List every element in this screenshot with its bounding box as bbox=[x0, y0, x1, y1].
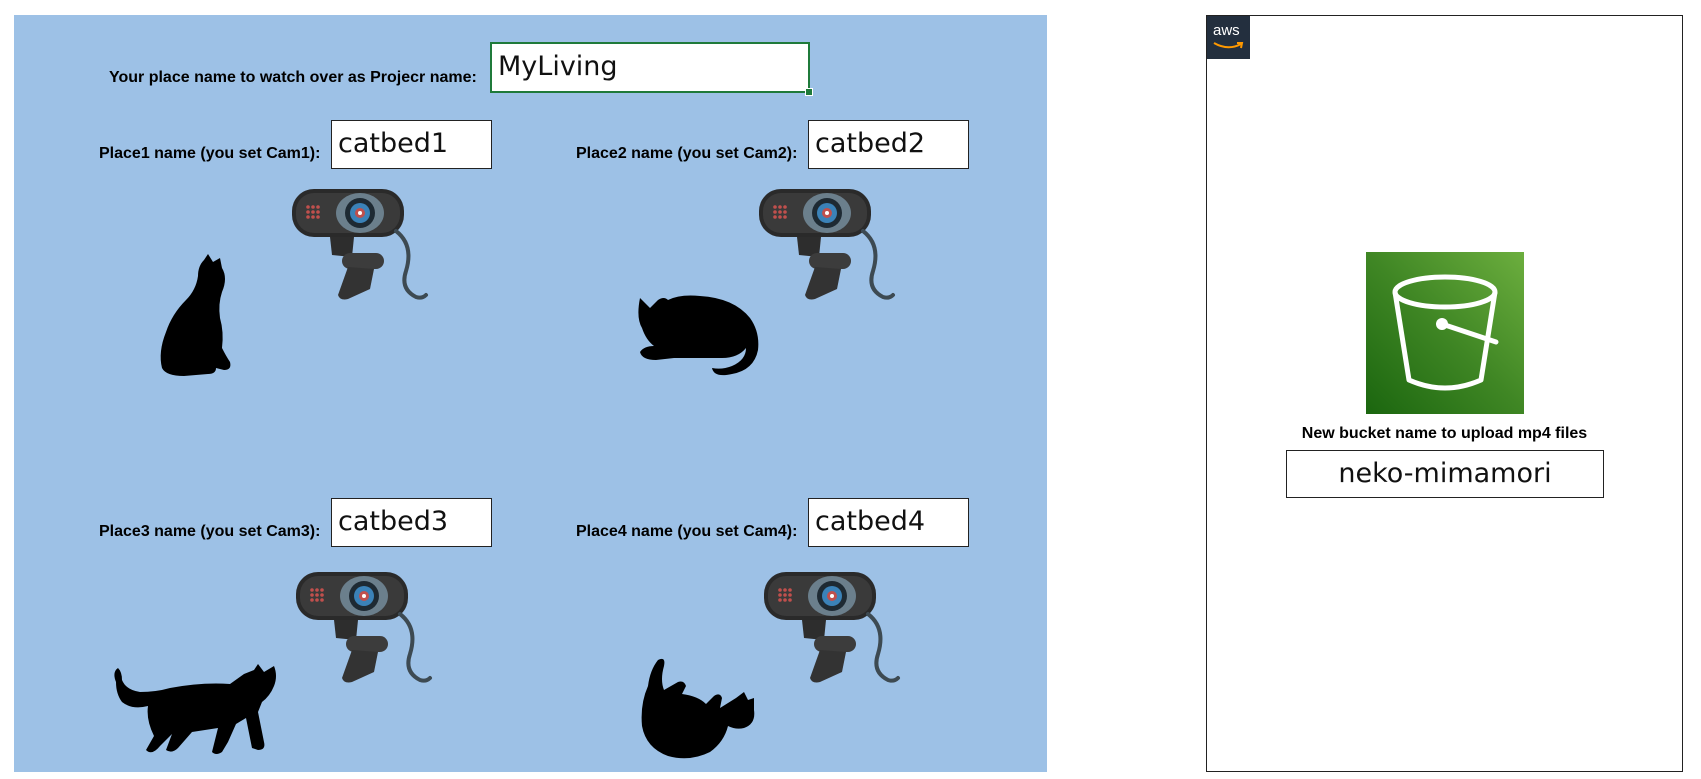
webcam-icon bbox=[759, 189, 895, 300]
aws-logo-icon: aws bbox=[1207, 16, 1250, 59]
place2-label: Place2 name (you set Cam2): bbox=[576, 145, 798, 162]
aws-smile-icon bbox=[1213, 42, 1244, 49]
place1-label: Place1 name (you set Cam1): bbox=[99, 145, 321, 162]
cell-selection-handle[interactable] bbox=[805, 88, 813, 96]
place3-input[interactable]: catbed3 bbox=[331, 498, 492, 547]
place2-input[interactable]: catbed2 bbox=[808, 120, 969, 169]
cat-silhouette-lying bbox=[638, 295, 759, 376]
webcam-icon bbox=[292, 189, 428, 300]
bucket-outline-icon bbox=[1392, 274, 1499, 391]
webcam-icon bbox=[764, 572, 900, 683]
project-name-label: Your place name to watch over as Projecr… bbox=[109, 69, 477, 86]
webcam-icon bbox=[296, 572, 432, 683]
bucket-name-input[interactable]: neko-mimamori bbox=[1286, 450, 1604, 498]
cat-silhouette-rolling bbox=[641, 658, 755, 759]
project-name-input[interactable]: MyLiving bbox=[490, 42, 810, 93]
place4-label: Place4 name (you set Cam4): bbox=[576, 523, 798, 540]
cat-silhouette-walking bbox=[114, 664, 277, 754]
aws-logo-text: aws bbox=[1213, 22, 1240, 39]
place1-input[interactable]: catbed1 bbox=[331, 120, 492, 169]
place4-input[interactable]: catbed4 bbox=[808, 498, 969, 547]
s3-bucket-icon bbox=[1366, 252, 1524, 414]
cat-silhouette-sitting bbox=[160, 254, 231, 376]
place3-label: Place3 name (you set Cam3): bbox=[99, 523, 321, 540]
bucket-name-label: New bucket name to upload mp4 files bbox=[1301, 425, 1588, 442]
